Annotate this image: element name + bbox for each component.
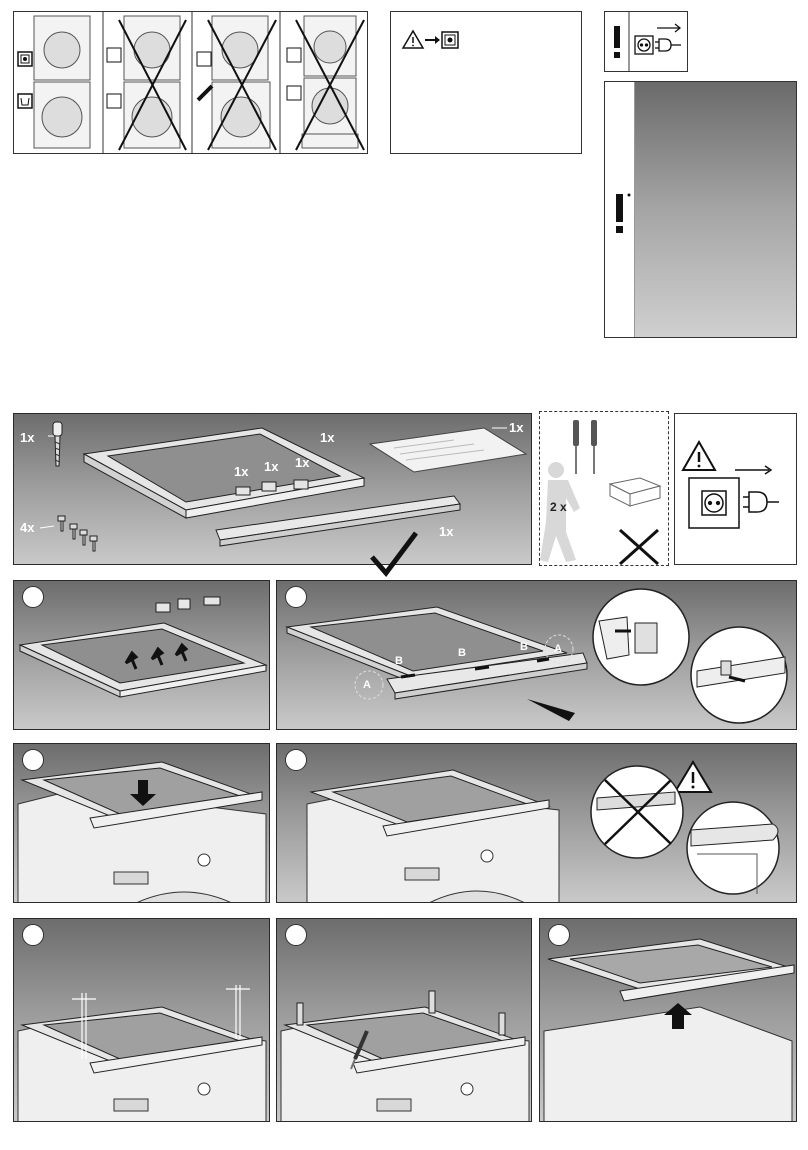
persons-count: 2 x: [550, 500, 567, 514]
step-number-badge: [548, 924, 570, 946]
dryer-symbol-icon: [17, 51, 33, 67]
stacking-rules-panel: [13, 11, 368, 154]
clips-to-insert: [155, 596, 221, 613]
boxes-icon: [608, 477, 662, 507]
clip-parts: [235, 479, 309, 496]
caution-exclamation-icon: [616, 193, 631, 233]
front-strip: [386, 652, 588, 700]
measurement-marks: [72, 985, 250, 1059]
step-6-panel: [276, 918, 532, 1122]
long-screw-part: [52, 421, 63, 467]
marker-a-left: A: [363, 679, 371, 691]
step-5-panel: [13, 918, 270, 1122]
marker-b-middle: B: [458, 647, 466, 659]
down-arrow-icon: [130, 780, 156, 806]
stack-on-pedestal-wrong: [286, 15, 365, 151]
detail-circle-hook: [690, 626, 788, 724]
up-arrow-icon: [664, 1003, 692, 1029]
step-number-badge: [285, 586, 307, 608]
person-icon: [540, 462, 580, 562]
step-number-badge: [285, 924, 307, 946]
screw-quantity: 1x: [20, 430, 35, 445]
detail-circle-correct: [686, 801, 780, 895]
small-screws-part: [57, 515, 98, 552]
marker-a-right: A: [554, 643, 562, 655]
frame-variants-panel: [604, 81, 797, 338]
stack-dryer-on-washer-ok: [33, 15, 91, 149]
stacking-frame: [18, 622, 268, 698]
step-number-badge: [285, 749, 307, 771]
warning-dryer-note-panel: [390, 11, 582, 154]
marker-b-left: B: [395, 655, 403, 667]
washer-top: [17, 789, 267, 902]
step-number-badge: [22, 924, 44, 946]
screws-inserted: [296, 990, 506, 1036]
frame-quantity: 1x: [320, 430, 335, 445]
warning-triangle-icon: [681, 439, 717, 471]
strip-quantity: 1x: [439, 524, 454, 539]
stack-washer-on-dryer-wrong: [106, 15, 187, 151]
insert-arrows-icon: [124, 642, 189, 670]
arrow-right-icon: [425, 36, 440, 44]
power-plug-icon: [688, 465, 779, 529]
dryer-symbol-icon: [441, 31, 459, 49]
exclamation-icon: [614, 26, 620, 58]
stacking-frame-part: [82, 427, 366, 519]
cross-icon: [618, 528, 660, 566]
step-3-panel: [13, 743, 270, 903]
step-number-badge: [22, 749, 44, 771]
washer-top: [306, 789, 560, 902]
clip-b-quantity: 1x: [264, 459, 279, 474]
power-warning-panel: [674, 413, 797, 565]
parts-overview-panel: 1x 1x 1x 1x 1x 1x 4x 1x: [13, 413, 532, 565]
small-screws-quantity: 4x: [20, 520, 35, 535]
stacking-frame: [283, 1006, 526, 1074]
clip-a-quantity: 1x: [234, 464, 249, 479]
screwdriver-icon: [591, 420, 597, 474]
warning-triangle-icon: [673, 760, 713, 793]
step-7-panel: [539, 918, 797, 1122]
step-4-panel: [276, 743, 797, 903]
screwdriver-icon: [350, 1030, 369, 1070]
washer-symbol-icon: [17, 93, 33, 109]
power-plug-icon: [634, 23, 682, 55]
hook-markers: [354, 634, 574, 700]
clip-c-quantity: 1x: [295, 455, 310, 470]
stack-size-mismatch-wrong: [196, 15, 277, 151]
push-arrows-icon: [400, 657, 575, 721]
detail-circle-wrong: [590, 765, 684, 859]
washer-top: [543, 1006, 793, 1121]
screwdriver-icon: [573, 420, 579, 474]
two-persons-tools-panel: 2 x: [539, 411, 669, 566]
stacking-frame: [285, 606, 568, 684]
step-number-badge: [22, 586, 44, 608]
manual-quantity: 1x: [509, 420, 524, 435]
step-2-panel: A B B B A: [276, 580, 797, 730]
front-strip-part: [215, 495, 461, 547]
warning-triangle-icon: [401, 29, 425, 49]
checkmark-icon: [370, 531, 418, 577]
marker-b-right: B: [520, 641, 528, 653]
stacking-frame-lifted: [547, 938, 795, 1002]
detail-circle-clip: [592, 588, 690, 686]
stacking-frame-installed: [309, 769, 551, 837]
manual-part: [368, 427, 528, 473]
step-1-panel: [13, 580, 270, 730]
disconnect-power-panel: [604, 11, 688, 72]
